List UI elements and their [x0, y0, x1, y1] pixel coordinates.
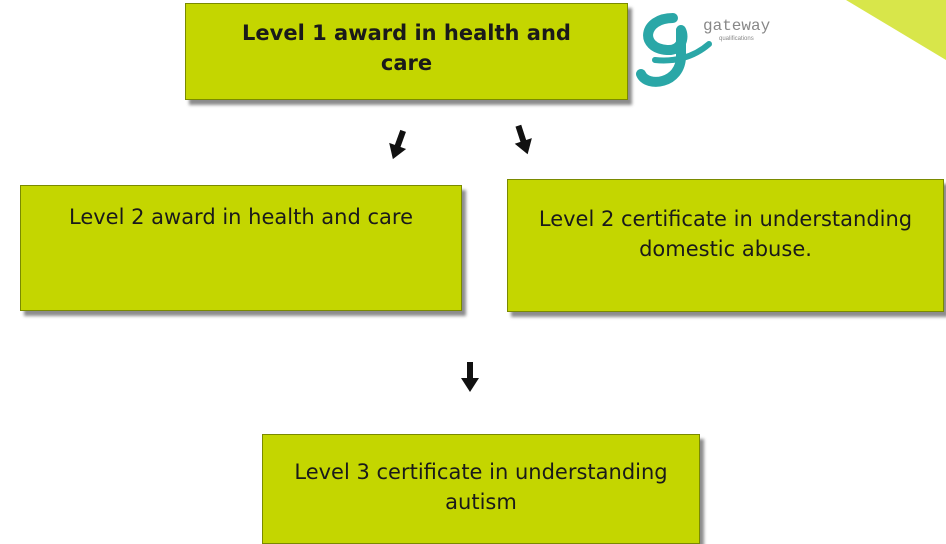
level-1-health-care-box: Level 1 award in health and care [185, 3, 628, 100]
logo-subtext: qualifications [719, 36, 754, 42]
level-2-health-care-box: Level 2 award in health and care [20, 185, 462, 311]
corner-accent-shape [846, 0, 946, 60]
gateway-logo: gateway qualifications [636, 13, 771, 87]
logo-wordmark: gateway [703, 17, 771, 35]
box-label: Level 2 certificate in understanding dom… [538, 207, 913, 261]
arrow-down-left-icon [389, 129, 407, 160]
arrow-down-icon [461, 362, 479, 392]
arrow-down-right-icon [514, 124, 532, 155]
level-3-autism-box: Level 3 certificate in understanding aut… [262, 434, 700, 544]
box-label: Level 3 certificate in understanding aut… [294, 460, 668, 514]
level-2-domestic-abuse-box: Level 2 certificate in understanding dom… [507, 179, 944, 312]
box-label: Level 1 award in health and care [242, 21, 571, 75]
box-label: Level 2 award in health and care [69, 205, 413, 229]
